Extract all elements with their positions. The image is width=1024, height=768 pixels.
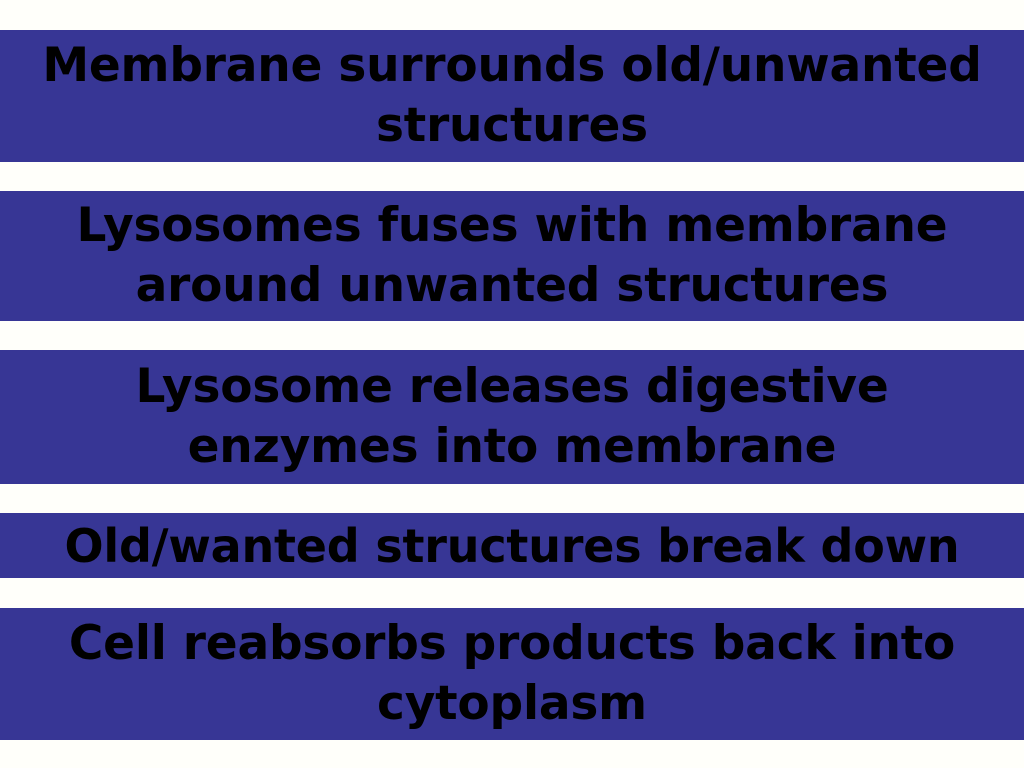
process-step-text-1: Membrane surrounds old/unwanted structur…	[42, 37, 982, 153]
process-step-band-4: Old/wanted structures break down	[0, 513, 1024, 578]
process-step-text-5: Cell reabsorbs products back into cytopl…	[68, 615, 956, 731]
process-step-text-4: Old/wanted structures break down	[64, 518, 960, 573]
process-step-band-5: Cell reabsorbs products back into cytopl…	[0, 608, 1024, 740]
process-step-band-2: Lysosomes fuses with membrane around unw…	[0, 191, 1024, 321]
process-step-band-1: Membrane surrounds old/unwanted structur…	[0, 30, 1024, 162]
process-step-band-3: Lysosome releases digestive enzymes into…	[0, 350, 1024, 484]
process-step-text-3: Lysosome releases digestive enzymes into…	[135, 358, 889, 474]
process-step-text-2: Lysosomes fuses with membrane around unw…	[76, 197, 948, 313]
